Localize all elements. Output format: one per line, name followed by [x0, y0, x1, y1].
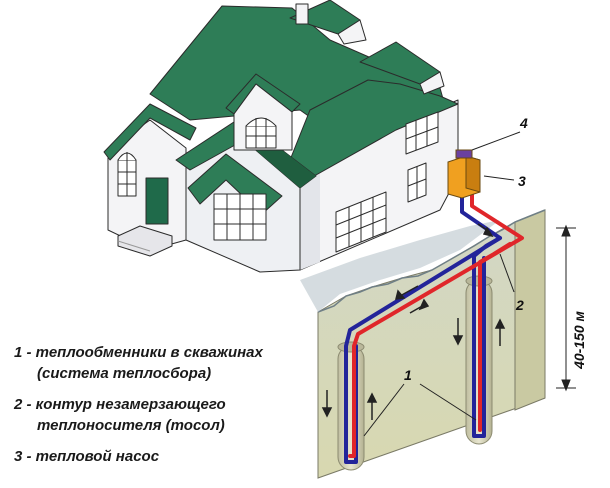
- chimney: [295, 3, 309, 25]
- callout-1: 1: [404, 367, 412, 383]
- depth-dimension: [556, 224, 576, 392]
- front-door: [145, 177, 169, 225]
- callout-3: 3: [518, 173, 526, 189]
- callout-2: 2: [515, 297, 524, 313]
- legend-number: 3: [14, 448, 23, 465]
- leader-1b: [419, 383, 477, 421]
- legend-text: - теплообменники в скважинах: [26, 344, 263, 361]
- legend-item-3: 3 - тепловой насос: [14, 446, 314, 467]
- hot-pipe-right: [478, 242, 512, 432]
- borehole-left-top: [337, 341, 365, 353]
- arrow-up-left: [366, 392, 378, 420]
- legend-item-2: 2 - контур незамерзающего теплоносителя …: [14, 394, 314, 436]
- legend-number: 2: [14, 396, 23, 413]
- right-roof: [289, 79, 459, 185]
- cold-pipe-right: [472, 236, 502, 438]
- left-wing-roof: [103, 103, 197, 161]
- house-shadow: [300, 220, 500, 312]
- legend: 1 - теплообменники в скважинах (система …: [14, 342, 314, 477]
- borehole-left: [337, 345, 365, 471]
- legend-text: - контур незамерзающего: [26, 396, 226, 413]
- heat-pump-side: [465, 155, 481, 193]
- leader-2: [499, 253, 515, 293]
- legend-text: - тепловой насос: [26, 448, 160, 465]
- window-front-wing: [213, 193, 267, 241]
- entry-steps: [117, 225, 173, 257]
- arrow-surface-left: [395, 285, 419, 300]
- leader-1a: [363, 383, 405, 437]
- arrow-down-left: [321, 390, 333, 418]
- legend-number: 1: [14, 344, 23, 361]
- callout-4: 4: [519, 115, 528, 131]
- arrow-surface-right: [409, 298, 430, 314]
- depth-label: 40-150 м: [571, 310, 587, 369]
- window-dormer: [245, 117, 277, 149]
- arrow-down-right: [452, 318, 464, 346]
- leader-lines: [363, 131, 521, 437]
- legend-subtext: теплоносителя (тосол): [37, 417, 225, 434]
- coolant-loop: [344, 184, 524, 464]
- main-wall-right-shade: [300, 172, 320, 270]
- window-main-upper: [405, 111, 439, 155]
- flow-arrows: [321, 223, 506, 420]
- leader-3: [483, 175, 515, 181]
- leader-4: [471, 131, 521, 151]
- heat-pump-unit: [447, 149, 481, 199]
- arrow-house-entry: [477, 223, 494, 238]
- hot-pipe: [348, 184, 524, 458]
- indoor-unit-top: [455, 149, 473, 159]
- cold-pipe: [344, 188, 502, 464]
- dormer-right-wall: [419, 71, 445, 95]
- legend-subtext: (система теплосбора): [37, 365, 212, 382]
- house: [103, 0, 461, 273]
- window-main-right: [407, 162, 427, 203]
- dormer-top-wall: [337, 19, 367, 45]
- legend-item-1: 1 - теплообменники в скважинах (система …: [14, 342, 314, 384]
- window-left-wing: [117, 152, 137, 197]
- window-main-lower: [335, 191, 387, 253]
- arrow-up-right: [494, 318, 506, 346]
